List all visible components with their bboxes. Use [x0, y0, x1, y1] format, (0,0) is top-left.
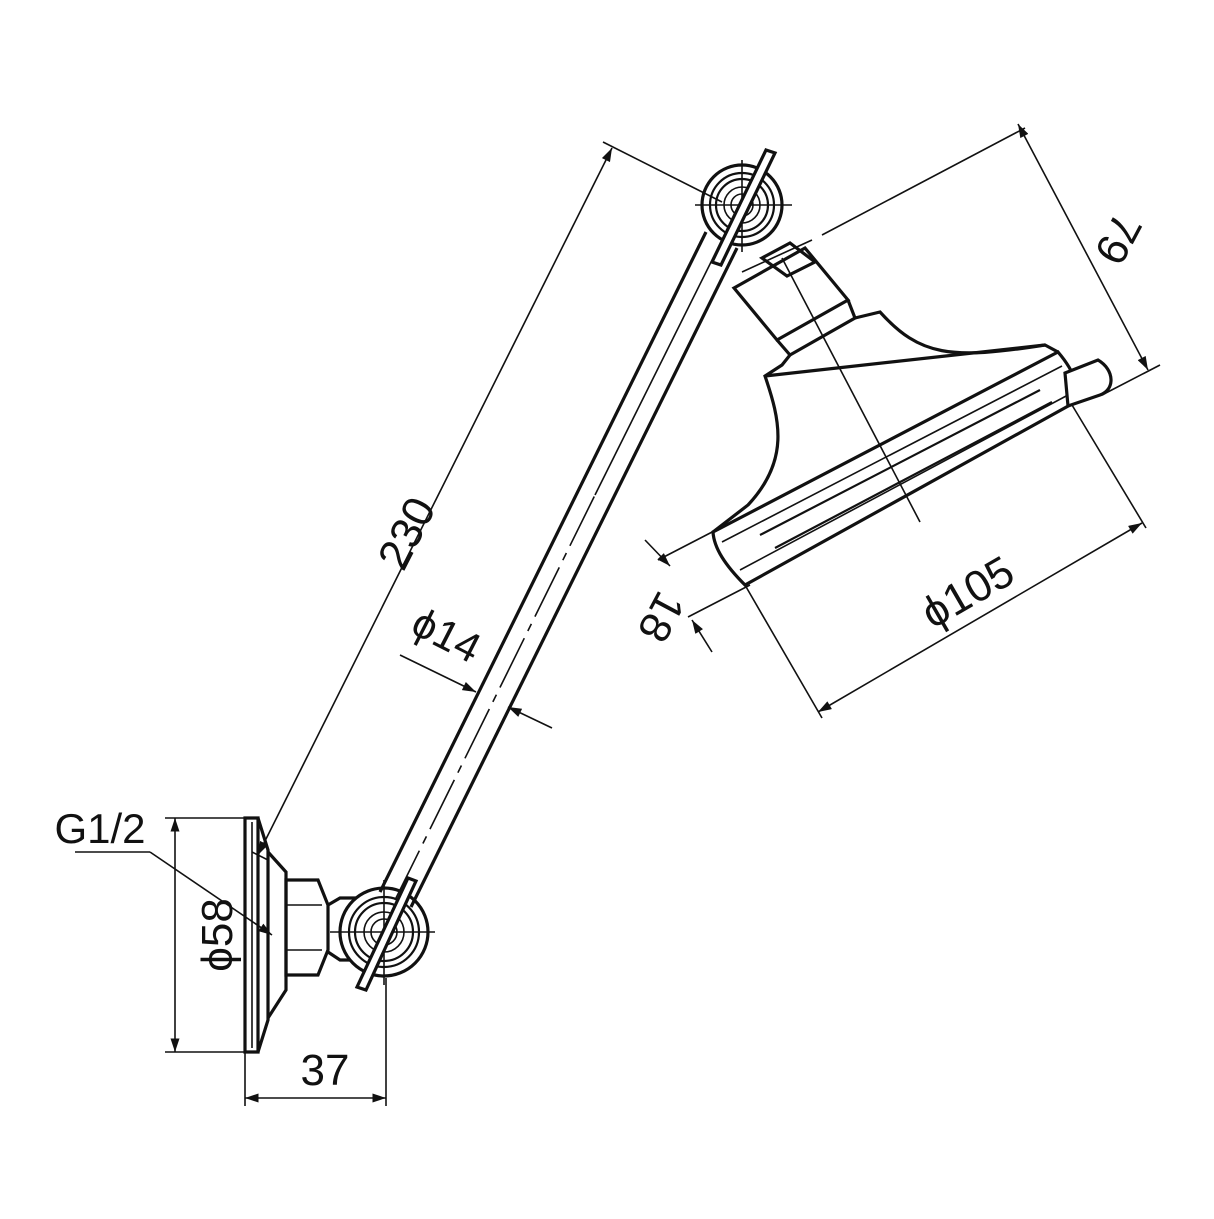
- dimension-projection: [244, 978, 387, 1106]
- arm-tube: [378, 231, 739, 908]
- dimension-label-flange-diameter: ϕ58: [193, 898, 242, 972]
- shower-head: [711, 239, 1113, 587]
- thread-label: G1/2: [54, 805, 145, 852]
- dimension-label-head-thickness: 18: [628, 584, 694, 650]
- dimension-label-head-height: 79: [1085, 206, 1151, 272]
- dimension-label-projection: 37: [301, 1046, 350, 1095]
- dimension-arm-length: [251, 141, 723, 861]
- thread-callout: [75, 851, 273, 936]
- dimension-flange-diameter: [165, 817, 250, 1053]
- dimension-head-thickness: [644, 529, 751, 653]
- dimension-head-height: [821, 123, 1161, 396]
- dimension-head-diameter: [744, 404, 1147, 719]
- dimension-label-arm-diameter: ϕ14: [405, 598, 489, 672]
- lower-ball-joint: [330, 875, 435, 992]
- upper-ball-joint: [695, 148, 792, 267]
- dimension-arm-diameter: [399, 654, 553, 729]
- wall-flange: [243, 816, 288, 1054]
